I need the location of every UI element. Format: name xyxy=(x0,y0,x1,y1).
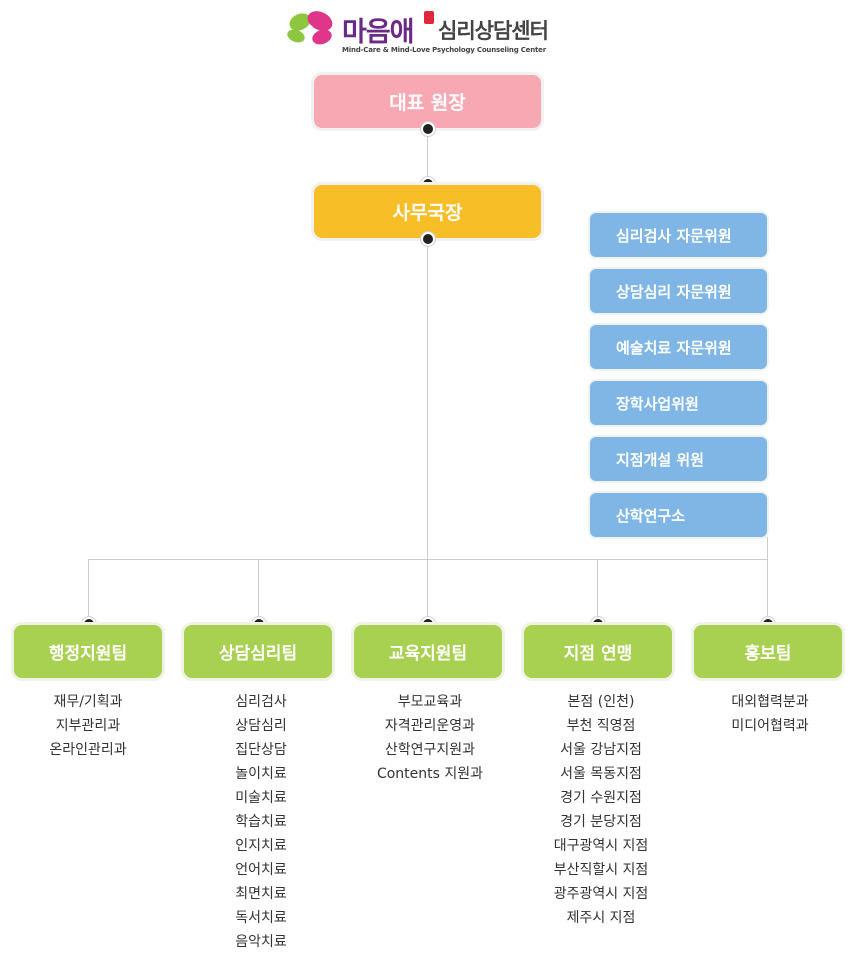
ceo-box: 대표 원장 xyxy=(314,75,541,128)
logo-subtitle: Mind-Care & Mind-Love Psychology Counsel… xyxy=(342,46,546,54)
sub-item: 서울 목동지점 xyxy=(560,766,642,782)
advisor-box: 산학연구소 xyxy=(590,493,767,537)
sub-item: 부산직할시 지점 xyxy=(553,862,649,878)
line-team-2 xyxy=(258,559,259,623)
advisor-box: 장학사업위원 xyxy=(590,381,767,425)
advisor-box: 예술치료 자문위원 xyxy=(590,325,767,369)
team-box-pr: 홍보팀 xyxy=(694,625,842,678)
sub-item: 상담심리 xyxy=(235,718,287,734)
sub-item: 광주광역시 지점 xyxy=(553,886,649,902)
logo-seal xyxy=(424,11,434,24)
sub-item: 놀이치료 xyxy=(235,766,287,782)
sub-item: 본점 (인천) xyxy=(567,694,635,710)
advisor-box: 지점개설 위원 xyxy=(590,437,767,481)
sub-item: 제주시 지점 xyxy=(566,910,636,926)
sub-item: 학습치료 xyxy=(235,814,287,830)
line-team-bus xyxy=(88,559,768,560)
line-team-4 xyxy=(597,559,598,623)
sub-item: 지부관리과 xyxy=(55,718,121,734)
sub-item: 서울 강남지점 xyxy=(560,742,642,758)
team-box-counseling: 상담심리팀 xyxy=(184,625,332,678)
sub-item: 음악치료 xyxy=(235,934,287,950)
team-box-education: 교육지원팀 xyxy=(354,625,502,678)
advisor-box: 상담심리 자문위원 xyxy=(590,269,767,313)
team-box-branches: 지점 연맹 xyxy=(524,625,672,678)
advisor-box: 심리검사 자문위원 xyxy=(590,213,767,257)
team-sublist-admin: 재무/기획과 지부관리과 온라인관리과 xyxy=(3,690,173,762)
team-box-admin: 행정지원팀 xyxy=(14,625,162,678)
sub-item: 부모교육과 xyxy=(397,694,463,710)
team-sublist-counseling: 심리검사 상담심리 집단상담 놀이치료 미술치료 학습치료 인지치료 언어치료 … xyxy=(176,690,346,954)
sub-item: 인지치료 xyxy=(235,838,287,854)
sub-item: 부천 직영점 xyxy=(566,718,636,734)
team-sublist-pr: 대외협력분과 미디어협력과 xyxy=(685,690,855,738)
sub-item: 독서치료 xyxy=(235,910,287,926)
team-sublist-education: 부모교육과 자격관리운영과 산학연구지원과 Contents 지원과 xyxy=(345,690,515,786)
logo: 마음애 심리상담센터 Mind-Care & Mind-Love Psychol… xyxy=(284,6,554,58)
sub-item: 자격관리운영과 xyxy=(384,718,476,734)
sub-item: Contents 지원과 xyxy=(376,766,484,782)
butterfly-logo-icon xyxy=(287,11,333,45)
sub-item: 미술치료 xyxy=(235,790,287,806)
sub-item: 재무/기획과 xyxy=(53,694,123,710)
logo-title: 심리상담센터 xyxy=(438,19,549,43)
sub-item: 집단상담 xyxy=(235,742,287,758)
line-team-1 xyxy=(88,559,89,623)
line-team-5 xyxy=(767,559,768,623)
line-advisor-down xyxy=(767,537,768,559)
team-sublist-branches: 본점 (인천) 부천 직영점 서울 강남지점 서울 목동지점 경기 수원지점 경… xyxy=(516,690,686,930)
sub-item: 온라인관리과 xyxy=(49,742,127,758)
sub-item: 대외협력분과 xyxy=(731,694,809,710)
line-ceo-secretary xyxy=(427,128,428,185)
sub-item: 심리검사 xyxy=(235,694,287,710)
sub-item: 미디어협력과 xyxy=(731,718,809,734)
secretary-box: 사무국장 xyxy=(314,185,541,238)
sub-item: 대구광역시 지점 xyxy=(553,838,649,854)
sub-item: 경기 분당지점 xyxy=(560,814,642,830)
sub-item: 언어치료 xyxy=(235,862,287,878)
line-secretary-down xyxy=(427,238,428,623)
connector-dot xyxy=(421,122,435,136)
sub-item: 산학연구지원과 xyxy=(384,742,476,758)
logo-brand: 마음애 xyxy=(342,17,415,48)
sub-item: 최면치료 xyxy=(235,886,287,902)
sub-item: 경기 수원지점 xyxy=(560,790,642,806)
connector-dot xyxy=(421,232,435,246)
